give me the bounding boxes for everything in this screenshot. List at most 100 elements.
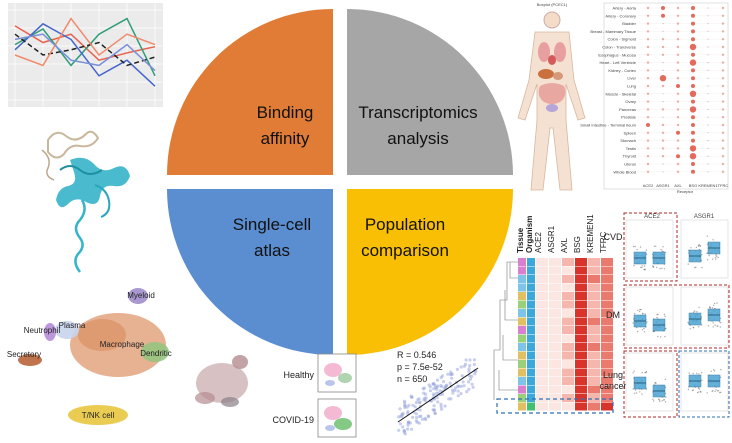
dotplot-dot xyxy=(661,84,665,88)
heatmap-value-cell xyxy=(549,326,561,334)
scatter-point xyxy=(403,405,407,410)
heatmap-value-cell xyxy=(575,368,587,377)
heatmap-value-cell xyxy=(536,326,548,334)
dotplot-dot xyxy=(646,92,650,96)
heatmap-value-cell xyxy=(601,360,613,368)
scatter-point xyxy=(413,405,417,409)
scatter-point xyxy=(422,391,426,395)
heatmap-value-cell xyxy=(601,292,613,300)
heatmap-value-cell xyxy=(536,351,548,360)
scatter-point xyxy=(440,407,444,411)
scatter-point xyxy=(467,380,471,384)
dotplot-dot xyxy=(676,6,680,10)
dotplot-dot xyxy=(646,123,650,127)
heatmap-organism-cell xyxy=(527,300,535,309)
scatter-point xyxy=(456,389,460,393)
scatter-point xyxy=(420,417,424,421)
box-col-title-ace2: ACE2 xyxy=(644,214,660,220)
dotplot-dot xyxy=(689,145,697,152)
scatter-point xyxy=(439,383,443,388)
dotplot-dot xyxy=(646,38,650,41)
scatter-point xyxy=(398,407,402,411)
scatter-point xyxy=(450,372,454,376)
dotplot-gene-label: TFRC xyxy=(718,183,729,188)
dotplot-dot xyxy=(646,6,650,10)
dotplot-dot xyxy=(661,131,665,134)
heatmap-value-cell xyxy=(549,360,561,368)
scatter-point xyxy=(460,374,464,378)
dotplot-dot xyxy=(659,75,667,82)
singlecell-label-1: Single-cell xyxy=(233,215,311,234)
heatmap-tissue-cell xyxy=(518,385,526,394)
heatmap-value-cell xyxy=(536,292,548,300)
scatter-point xyxy=(402,429,406,433)
heatmap-organism-cell xyxy=(527,385,535,394)
scatter-point xyxy=(403,432,407,436)
dotplot-dot xyxy=(676,61,680,64)
heatmap-value-cell xyxy=(562,360,574,368)
dotplot-dot xyxy=(661,147,665,150)
dotplot-dot xyxy=(676,92,680,96)
scatter-point xyxy=(459,365,463,369)
dotplot-dot xyxy=(721,100,725,103)
scatter-point xyxy=(401,425,405,429)
dotplot-dot xyxy=(646,116,650,119)
scatter-point xyxy=(438,389,442,393)
heatmap-value-cell xyxy=(601,275,613,283)
heatmap-value-cell xyxy=(536,334,548,343)
regression-line xyxy=(397,367,479,423)
heatmap-value-cell xyxy=(562,385,574,394)
umap-panel: Myeloid Neutrophil Plasma Macrophage Den… xyxy=(7,288,172,425)
heatmap-value-cell xyxy=(536,300,548,309)
heatmap-value-cell xyxy=(601,394,613,402)
scatter-point xyxy=(439,376,443,380)
dotplot-dot xyxy=(721,131,725,134)
scatter-point xyxy=(435,387,439,391)
heatmap-value-cell xyxy=(536,309,548,317)
dotplot-dot xyxy=(662,163,664,165)
heatmap-value-cell xyxy=(536,402,548,411)
dotplot-dot xyxy=(707,77,709,79)
dotplot-tissue-label: Pancreas xyxy=(619,107,636,112)
heatmap-value-cell xyxy=(549,258,561,266)
scatter-point xyxy=(468,377,473,381)
dotplot-dot xyxy=(646,100,650,103)
box-highlight-cvd xyxy=(623,212,678,282)
dotplot-dot xyxy=(661,53,665,56)
scatter-point xyxy=(418,408,422,412)
heatmap-value-cell xyxy=(536,266,548,275)
heatmap-value-cell xyxy=(562,334,574,343)
heatmap-value-cell xyxy=(575,385,587,394)
box-col-title-asgr1: ASGR1 xyxy=(694,214,715,220)
heatmap-value-cell xyxy=(549,266,561,275)
heatmap-value-cell xyxy=(575,317,587,326)
heatmap-header: ASGR1 xyxy=(547,225,556,253)
heatmap-value-cell xyxy=(601,283,613,292)
dotplot-dot xyxy=(691,68,695,73)
heatmap-value-cell xyxy=(588,343,600,351)
dotplot-dot xyxy=(707,7,709,9)
heatmap-value-cell xyxy=(536,275,548,283)
heatmap-value-cell xyxy=(601,300,613,309)
heatmap-tissue-cell xyxy=(518,283,526,292)
singlecell-label-2: atlas xyxy=(254,241,290,260)
dotplot-dot xyxy=(661,155,665,158)
dotplot-dot xyxy=(662,69,664,71)
boxplot-panel xyxy=(680,219,729,279)
heatmap-value-cell xyxy=(549,334,561,343)
scatter-point xyxy=(456,384,460,388)
dotplot-dot xyxy=(676,162,680,166)
dotplot-dot xyxy=(721,53,725,56)
heatmap-organism-cell xyxy=(527,258,535,266)
scatter-point xyxy=(427,383,431,387)
dotplot-dot xyxy=(646,45,650,49)
dotplot-dot xyxy=(721,123,725,127)
scatter-point xyxy=(473,372,477,376)
heatmap-value-cell xyxy=(536,360,548,368)
heatmap-value-cell xyxy=(549,368,561,377)
population-label-2: comparison xyxy=(361,241,449,260)
heatmap-tissue-cell xyxy=(518,368,526,377)
dotplot-dot xyxy=(691,6,695,10)
scatter-point xyxy=(459,392,463,396)
